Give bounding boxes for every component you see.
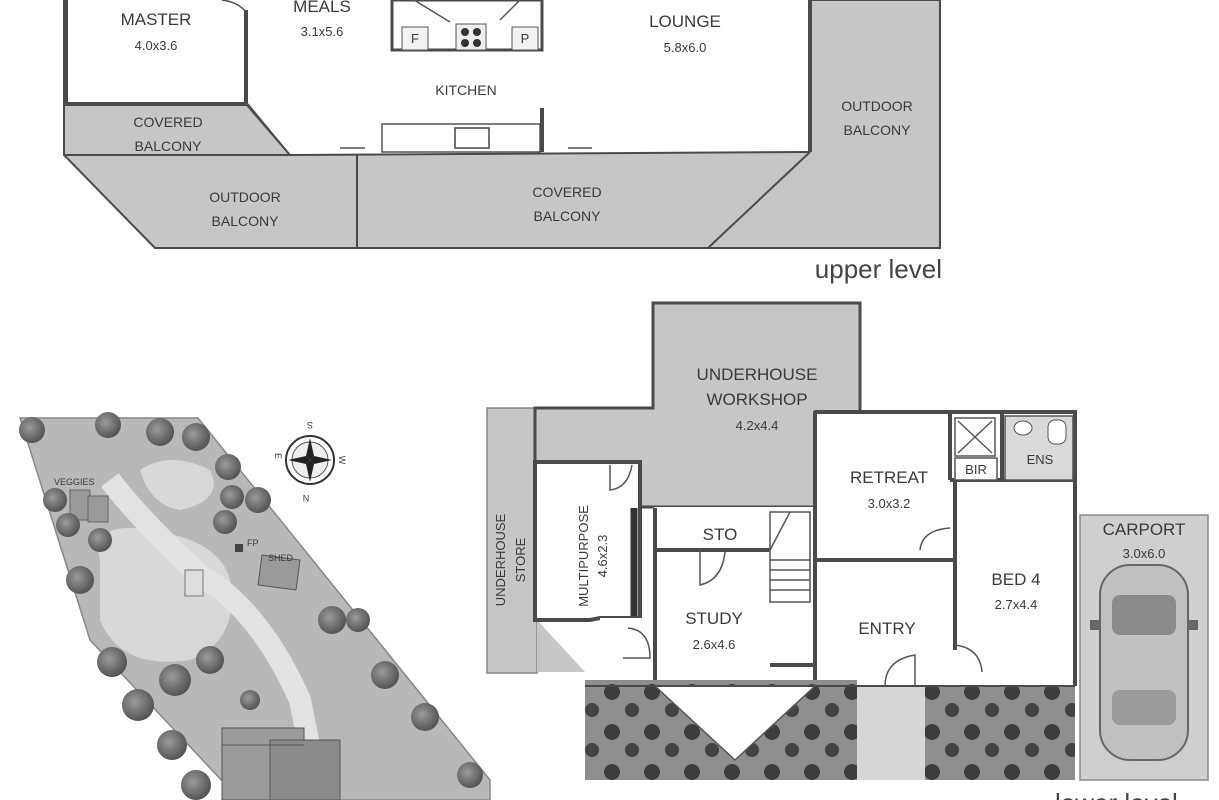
study-label: STUDY bbox=[685, 609, 743, 628]
lounge-label: LOUNGE bbox=[649, 12, 721, 31]
outdoor-balcony-right-line1: OUTDOOR bbox=[841, 98, 913, 114]
multipurpose-size: 4.6x2.3 bbox=[595, 535, 610, 578]
house-roof bbox=[221, 727, 341, 800]
upper-level-label: upper level bbox=[815, 254, 942, 284]
compass-n: N bbox=[303, 493, 310, 503]
sto-label: STO bbox=[703, 525, 738, 544]
upper-west-wall bbox=[64, 0, 246, 106]
kitchen-label: KITCHEN bbox=[435, 82, 496, 98]
meals-label: MEALS bbox=[293, 0, 351, 16]
ens-label: ENS bbox=[1027, 452, 1054, 467]
workshop-label-line1: UNDERHOUSE bbox=[697, 365, 818, 384]
covered-balcony-center-line1: COVERED bbox=[532, 184, 601, 200]
store-label-line2: STORE bbox=[513, 537, 528, 582]
carport-size: 3.0x6.0 bbox=[1123, 546, 1166, 561]
master-label: MASTER bbox=[121, 10, 192, 29]
lower-level-plan: UNDERHOUSE WORKSHOP 4.2x4.4 UNDERHOUSE S… bbox=[486, 301, 1209, 800]
trees bbox=[19, 412, 483, 800]
cooktop bbox=[455, 23, 487, 51]
outdoor-balcony-left-line1: OUTDOOR bbox=[209, 189, 281, 205]
bir-label: BIR bbox=[965, 462, 987, 477]
lower-level-label: lower level bbox=[1055, 788, 1178, 800]
covered-balcony-left-line1: COVERED bbox=[133, 114, 202, 130]
entry-path bbox=[857, 686, 925, 780]
outdoor-balcony-right-line2: BALCONY bbox=[844, 122, 912, 138]
pantry-label: P bbox=[521, 31, 530, 46]
lounge-size: 5.8x6.0 bbox=[664, 40, 707, 55]
fp-label: FP bbox=[247, 538, 259, 548]
car-icon bbox=[1090, 564, 1198, 761]
compass-s: S bbox=[307, 420, 313, 430]
workshop-size: 4.2x4.4 bbox=[736, 418, 779, 433]
entry-label: ENTRY bbox=[858, 619, 915, 638]
compass-e: E bbox=[273, 453, 283, 459]
outdoor-balcony-left-line2: BALCONY bbox=[212, 213, 280, 229]
upper-south-line bbox=[289, 151, 811, 156]
upper-interior bbox=[66, 0, 810, 155]
multipurpose-label: MULTIPURPOSE bbox=[576, 505, 591, 607]
carport-label: CARPORT bbox=[1103, 520, 1186, 539]
shed bbox=[257, 554, 301, 591]
retreat-label: RETREAT bbox=[850, 468, 928, 487]
fridge-space bbox=[401, 26, 429, 51]
site-plan: VEGGIES FP SHED S N E W bbox=[18, 412, 491, 800]
veggies-label: VEGGIES bbox=[54, 477, 95, 487]
pantry-space bbox=[511, 26, 539, 51]
master-size: 4.0x3.6 bbox=[135, 38, 178, 53]
bed4-size: 2.7x4.4 bbox=[995, 597, 1038, 612]
study-size: 2.6x4.6 bbox=[693, 637, 736, 652]
master-door bbox=[221, 0, 247, 13]
garden-bed-right bbox=[925, 686, 1075, 780]
meals-size: 3.1x5.6 bbox=[301, 24, 344, 39]
workshop-label-line2: WORKSHOP bbox=[706, 390, 807, 409]
fp-marker bbox=[235, 544, 243, 552]
compass-icon bbox=[285, 435, 335, 485]
compass-w: W bbox=[337, 456, 347, 465]
bed4-label: BED 4 bbox=[991, 570, 1040, 589]
upper-level-plan: MASTER 4.0x3.6 MEALS 3.1x5.6 KITCHEN F P… bbox=[63, 0, 942, 284]
covered-balcony-left-line2: BALCONY bbox=[135, 138, 203, 154]
sink-icon bbox=[454, 127, 490, 149]
stairs bbox=[769, 511, 811, 603]
covered-balcony-center-line2: BALCONY bbox=[534, 208, 602, 224]
fridge-label: F bbox=[411, 31, 419, 46]
shed-label: SHED bbox=[268, 553, 294, 563]
store-label-line1: UNDERHOUSE bbox=[493, 513, 508, 606]
retreat-size: 3.0x3.2 bbox=[868, 496, 911, 511]
